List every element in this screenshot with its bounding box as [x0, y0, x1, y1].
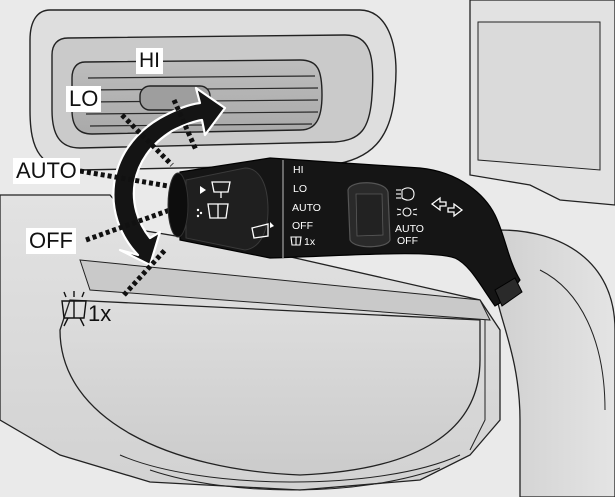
rear-wiper-icon — [251, 222, 274, 239]
stalk-scale-auto: AUTO — [292, 202, 321, 214]
callout-auto: AUTO — [13, 158, 80, 184]
stalk-scale-wash: 1x — [304, 236, 316, 248]
turn-signal-arrows-icon — [430, 196, 464, 218]
parking-lamp-icon — [396, 207, 418, 217]
play-triangle-icon — [200, 186, 206, 194]
detent-lo-line — [120, 113, 174, 167]
position-detent-lines — [79, 98, 199, 297]
rotation-direction-arrow — [112, 86, 227, 267]
rear-washer-icon — [207, 203, 229, 219]
stalk-scale: HI LO AUTO OFF 1x AUTO OFF — [290, 164, 424, 248]
band-scale-off: OFF — [397, 235, 418, 247]
band-scale-auto: AUTO — [395, 223, 424, 235]
stalk-icons — [196, 181, 464, 239]
headlamp-icon — [396, 187, 415, 201]
callout-hi: HI — [136, 48, 163, 74]
callout-off: OFF — [26, 228, 76, 254]
detent-off-line — [85, 207, 171, 243]
stalk-scale-lo: LO — [293, 183, 307, 195]
detent-hi-line — [171, 98, 199, 152]
stalk-wash-icon — [290, 236, 302, 246]
stalk-scale-off: OFF — [292, 220, 313, 232]
washer-spray-icon — [196, 208, 203, 218]
detent-auto-line — [79, 168, 169, 189]
front-wiper-icon — [211, 181, 231, 198]
stalk-scale-hi: HI — [293, 164, 304, 176]
callout-wash: 1x — [88, 301, 112, 326]
air-vent — [29, 9, 397, 171]
detent-wash-line — [122, 248, 167, 297]
callout-lo: LO — [66, 86, 102, 112]
callout-washer-icon — [61, 291, 87, 327]
